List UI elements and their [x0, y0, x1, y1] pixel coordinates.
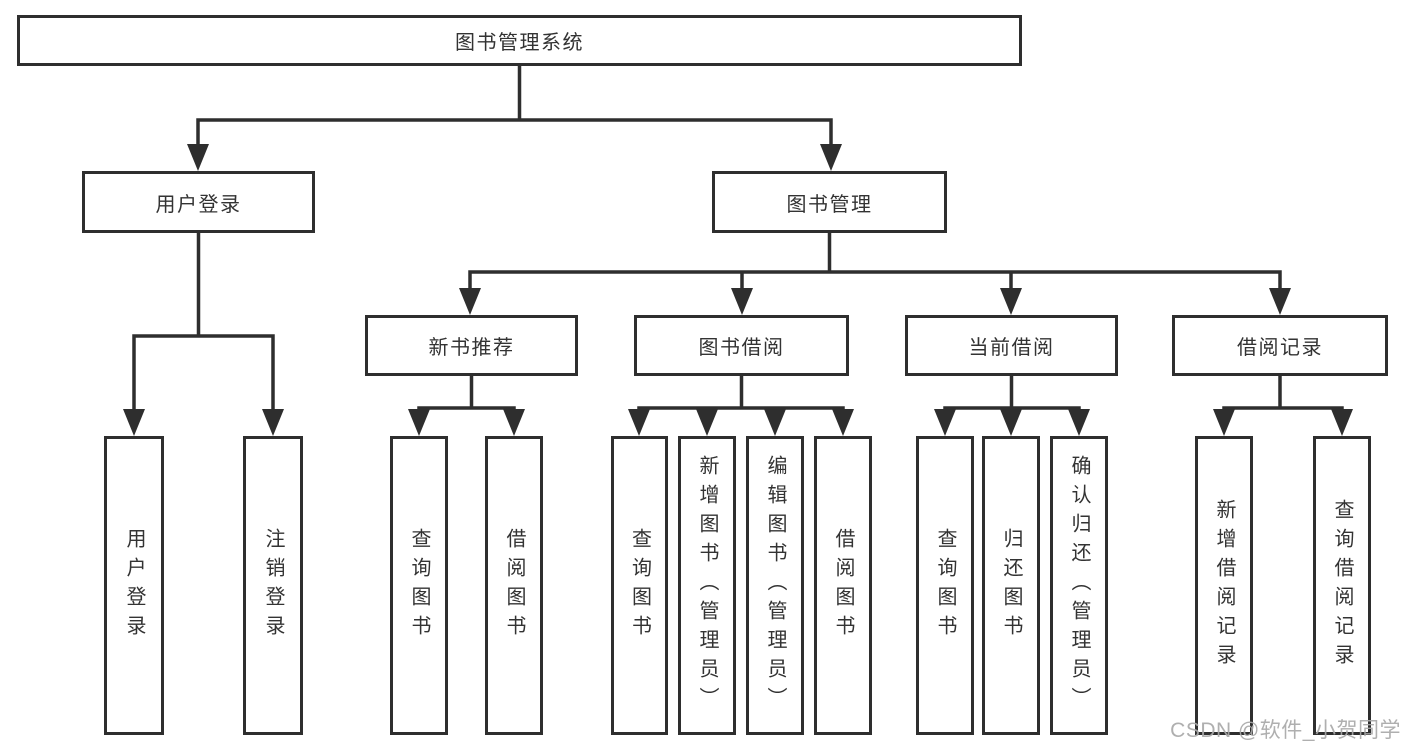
- arrowhead: [832, 409, 854, 436]
- connector-book-borrow-split: [637, 375, 845, 412]
- node-book-borrowing-label: 图书借阅: [698, 337, 785, 359]
- leaf-borrowing-add-books-admin-label: 新增图书（管理员）: [696, 455, 718, 716]
- leaf-current-confirm-return-admin-label: 确认归还（管理员）: [1068, 455, 1090, 716]
- leaf-current-query-books-label: 查询图书: [934, 527, 956, 644]
- node-root-label: 图书管理系统: [455, 32, 584, 54]
- leaf-records-add-record: 新增借阅记录: [1195, 436, 1253, 735]
- leaf-current-return-books-label: 归还图书: [1000, 527, 1022, 644]
- leaf-logout: 注销登录: [243, 436, 303, 735]
- arrowhead: [934, 409, 956, 436]
- node-book-management: 图书管理: [712, 171, 947, 233]
- leaf-logout-label: 注销登录: [262, 527, 284, 644]
- arrowhead: [1000, 409, 1022, 436]
- node-user-login-label: 用户登录: [155, 193, 242, 216]
- arrowhead: [1331, 409, 1353, 436]
- leaf-borrowing-edit-books-admin: 编辑图书（管理员）: [746, 436, 804, 735]
- arrowhead: [731, 288, 753, 315]
- arrowhead: [1000, 288, 1022, 315]
- arrowhead: [123, 409, 145, 436]
- arrowheads: [123, 144, 1353, 436]
- node-user-login: 用户登录: [82, 171, 315, 233]
- node-current-borrowing-label: 当前借阅: [968, 337, 1055, 359]
- arrowhead: [262, 409, 284, 436]
- leaf-records-query-record-label: 查询借阅记录: [1331, 498, 1353, 673]
- arrowhead: [628, 409, 650, 436]
- connector-user-login-split: [132, 232, 275, 411]
- node-new-book-recommend: 新书推荐: [365, 315, 578, 376]
- arrowhead: [820, 144, 842, 171]
- arrowhead: [503, 409, 525, 436]
- connector-borrow-records-split: [1222, 375, 1344, 412]
- arrowhead: [696, 409, 718, 436]
- arrowhead: [187, 144, 209, 171]
- connector-book-mgmt-split: [468, 232, 1282, 290]
- node-book-management-label: 图书管理: [786, 193, 873, 216]
- arrowhead: [764, 409, 786, 436]
- leaf-borrowing-edit-books-admin-label: 编辑图书（管理员）: [764, 455, 786, 716]
- leaf-borrowing-query-books-label: 查询图书: [628, 527, 651, 644]
- node-borrow-records: 借阅记录: [1172, 315, 1388, 376]
- leaf-records-query-record: 查询借阅记录: [1313, 436, 1371, 735]
- leaf-recommend-borrow-books-label: 借阅图书: [503, 527, 525, 644]
- leaf-recommend-query-books-label: 查询图书: [408, 527, 430, 644]
- leaf-current-query-books: 查询图书: [916, 436, 974, 735]
- csdn-watermark: CSDN @软件_小贺同学: [1170, 719, 1401, 742]
- leaf-recommend-borrow-books: 借阅图书: [485, 436, 543, 735]
- leaf-current-confirm-return-admin: 确认归还（管理员）: [1050, 436, 1108, 735]
- leaf-recommend-query-books: 查询图书: [390, 436, 448, 735]
- leaf-current-return-books: 归还图书: [982, 436, 1040, 735]
- node-current-borrowing: 当前借阅: [905, 315, 1118, 376]
- arrowhead: [408, 409, 430, 436]
- leaf-borrowing-borrow-books-label: 借阅图书: [832, 527, 854, 644]
- node-root: 图书管理系统: [17, 15, 1022, 66]
- arrowhead: [1068, 409, 1090, 436]
- node-book-borrowing: 图书借阅: [634, 315, 849, 376]
- node-borrow-records-label: 借阅记录: [1237, 337, 1323, 359]
- arrowhead: [1213, 409, 1235, 436]
- connector-root-split: [196, 66, 833, 146]
- leaf-borrowing-query-books: 查询图书: [611, 436, 668, 735]
- leaf-user-login: 用户登录: [104, 436, 164, 735]
- arrowhead: [459, 288, 481, 315]
- arrowhead: [1269, 288, 1291, 315]
- connector-current-borrow-split: [943, 375, 1081, 412]
- leaf-user-login-label: 用户登录: [123, 527, 145, 644]
- leaf-borrowing-borrow-books: 借阅图书: [814, 436, 872, 735]
- leaf-records-add-record-label: 新增借阅记录: [1213, 498, 1235, 673]
- connector-new-book-split: [417, 375, 516, 412]
- leaf-borrowing-add-books-admin: 新增图书（管理员）: [678, 436, 736, 735]
- node-new-book-recommend-label: 新书推荐: [428, 337, 515, 359]
